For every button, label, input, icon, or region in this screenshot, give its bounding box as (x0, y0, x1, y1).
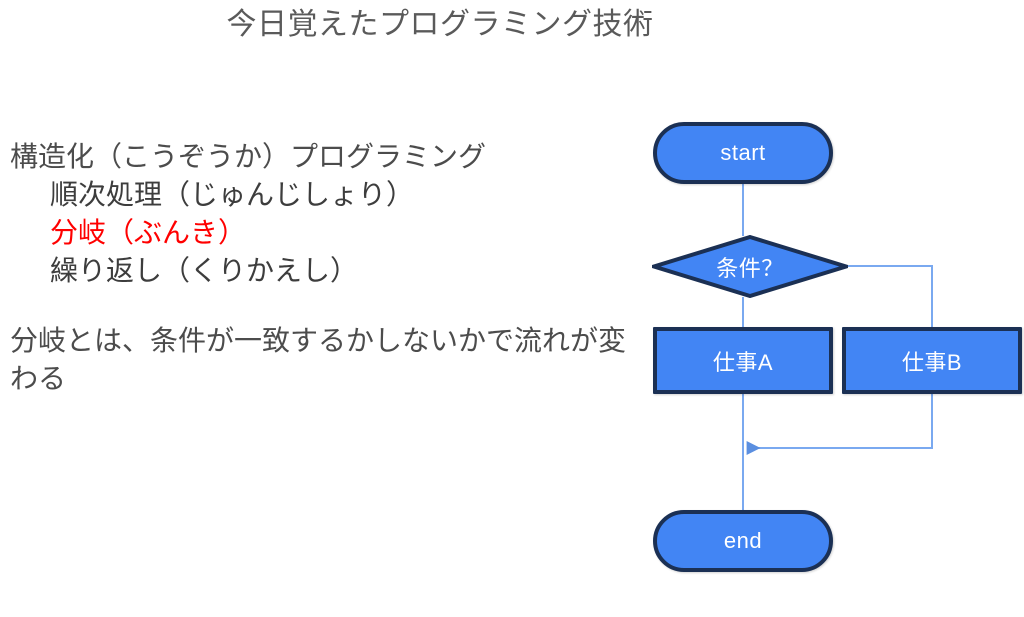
flowchart-node-condition[interactable]: 条件？ (652, 235, 848, 298)
branch-description-text: 分岐とは、条件が一致するかしないかで流れが変わる (10, 325, 627, 394)
flowchart-node-task-a-label: 仕事A (712, 349, 774, 375)
flowchart-node-end[interactable]: end (653, 510, 833, 572)
flowchart-node-task-a[interactable]: 仕事A (653, 327, 833, 394)
structured-item-sequence: 順次処理（じゅんじしょり） (50, 179, 415, 210)
flowchart-node-start[interactable]: start (653, 122, 833, 184)
page-title: 今日覚えたプログラミング技術 (226, 8, 654, 41)
flowchart-node-end-label: end (723, 528, 763, 553)
structured-programming-block: 構造化（こうぞうか）プログラミング 順次処理（じゅんじしょり） 分岐（ぶんき） … (10, 138, 650, 290)
structured-item-branch: 分岐（ぶんき） (50, 217, 247, 248)
flowchart-node-start-label: start (720, 140, 766, 165)
structured-item-loop: 繰り返し（くりかえし） (50, 255, 359, 286)
flowchart-node-task-b-label: 仕事B (901, 349, 963, 375)
diamond-shape (652, 235, 848, 298)
connector-task-b-merge (746, 394, 933, 455)
flowchart-node-task-b[interactable]: 仕事B (842, 327, 1022, 394)
connector-condition-to-task-b (848, 265, 933, 328)
structured-heading: 構造化（こうぞうか）プログラミング (10, 141, 487, 172)
branch-description-block: 分岐とは、条件が一致するかしないかで流れが変わる (10, 322, 650, 398)
